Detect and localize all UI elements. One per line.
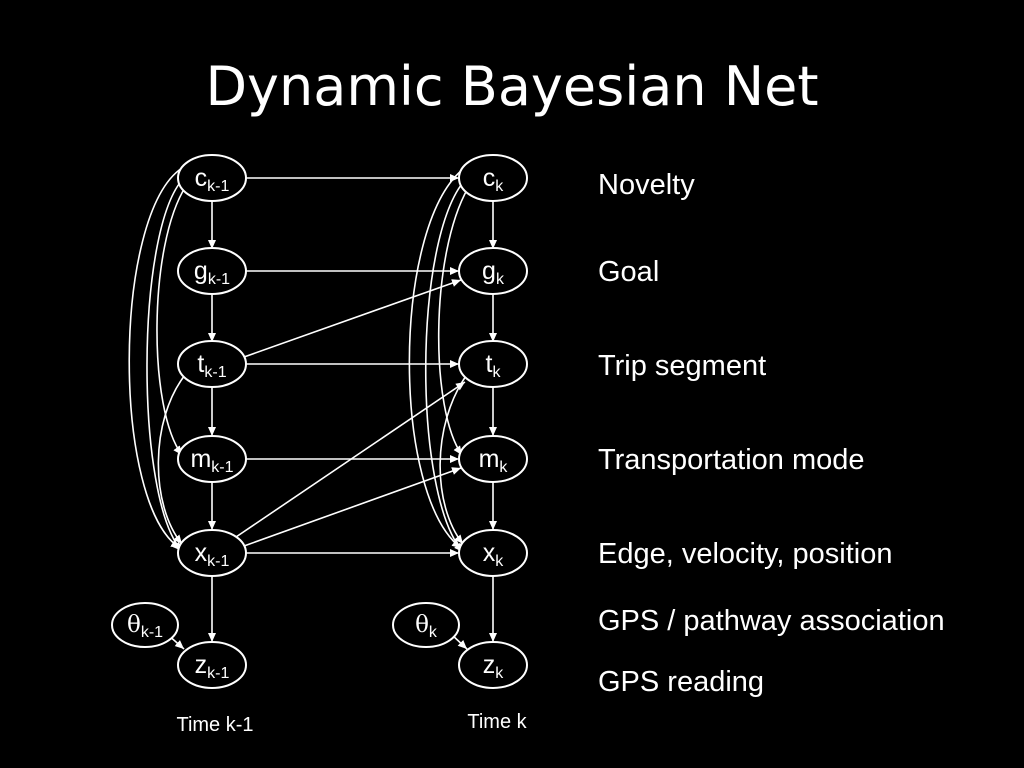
node-x-prev (177, 529, 247, 577)
node-theta-cur (392, 602, 460, 648)
row-label-gps-pathway-association: GPS / pathway association (598, 605, 945, 637)
node-g-cur (458, 247, 528, 295)
node-g-prev (177, 247, 247, 295)
node-label-x-cur: xk (483, 539, 505, 570)
edge-t-cur-to-x-cur (439, 375, 467, 545)
node-label-g-prev: gk-1 (194, 257, 230, 288)
node-t-prev (177, 340, 247, 388)
node-label-z-cur: zk (483, 651, 505, 682)
slide-title: Dynamic Bayesian Net (205, 55, 819, 118)
time-label-cur: Time k (467, 711, 527, 733)
node-c-prev (177, 154, 247, 202)
node-label-g-cur: gk (482, 257, 505, 288)
node-t-cur (458, 340, 528, 388)
edge-c-prev-to-x-prev-inner (146, 177, 185, 552)
node-z-cur (458, 641, 528, 689)
edge-t-prev-to-x-prev (157, 374, 186, 545)
row-label-gps-reading: GPS reading (598, 666, 765, 698)
time-label-prev: Time k-1 (176, 714, 253, 736)
edge-c-cur-to-m-cur (437, 187, 469, 456)
node-label-m-cur: mk (479, 445, 509, 476)
node-label-m-prev: mk-1 (190, 445, 233, 476)
row-label-transportation-mode: Transportation mode (598, 444, 865, 476)
row-label-goal: Goal (598, 256, 660, 288)
node-label-z-prev: zk-1 (195, 651, 230, 682)
edge-x-prev-to-m-cur (243, 467, 462, 547)
node-c-cur (458, 154, 528, 202)
node-x-cur (458, 529, 528, 577)
node-z-prev (177, 641, 247, 689)
row-label-edge-velocity-position: Edge, velocity, position (598, 538, 893, 570)
edge-c-cur-to-x-cur-outer (408, 169, 463, 549)
node-label-c-prev: ck-1 (195, 164, 230, 195)
node-m-cur (458, 435, 528, 483)
edge-c-cur-to-x-cur-inner (425, 179, 466, 553)
node-m-prev (177, 435, 247, 483)
node-label-x-prev: xk-1 (195, 539, 230, 570)
node-theta-prev (111, 602, 179, 648)
node-label-t-cur: tk (486, 350, 502, 381)
row-label-trip-segment: Trip segment (598, 350, 767, 382)
edge-c-prev-to-m-prev (156, 185, 187, 456)
node-label-theta-cur: θk (415, 612, 438, 641)
edge-c-prev-to-x-prev-outer (128, 167, 183, 549)
node-label-c-cur: ck (483, 164, 505, 195)
row-label-novelty: Novelty (598, 169, 695, 201)
edge-t-prev-to-g-cur (243, 279, 462, 358)
node-label-t-prev: tk-1 (197, 350, 226, 381)
node-label-theta-prev: θk-1 (127, 612, 163, 641)
